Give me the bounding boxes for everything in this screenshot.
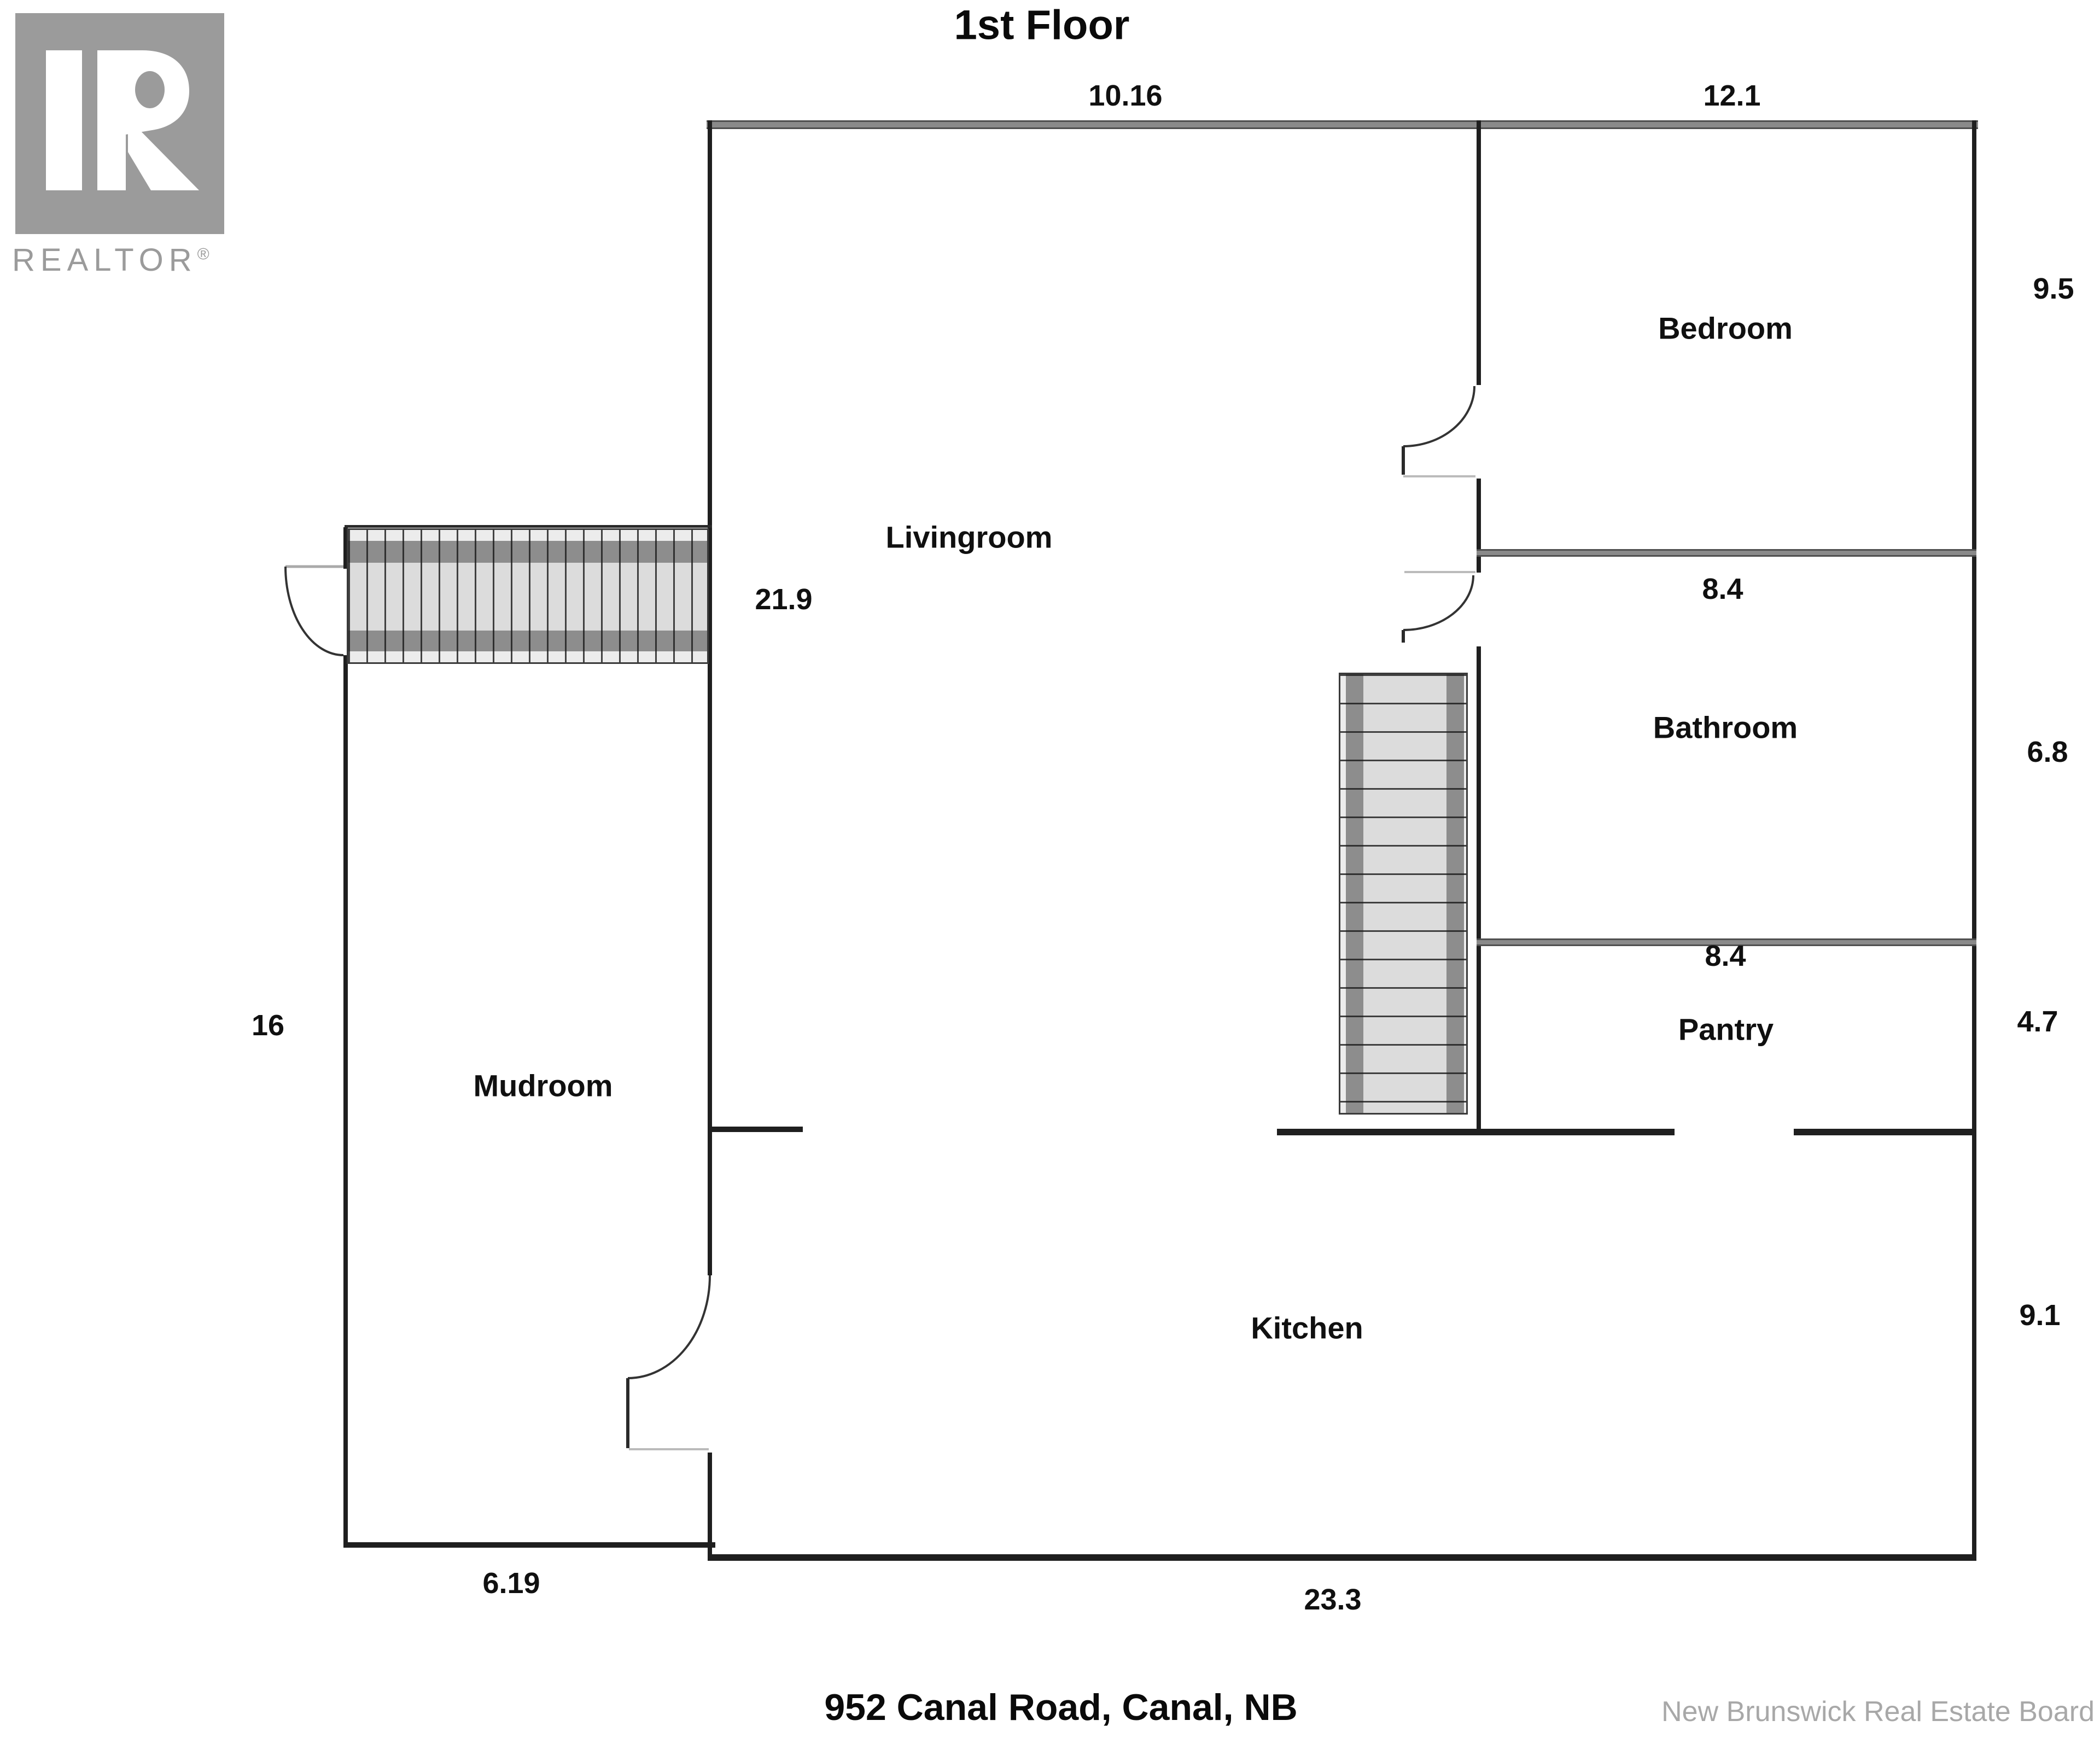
wall-exterior-top: [707, 120, 1978, 129]
bathroom-door-icon: [1402, 571, 1475, 643]
realtor-logo-icon: [15, 13, 224, 234]
wall-livingroom-left-upper: [708, 120, 712, 1275]
dimension-livingroom-top: 10.16: [1088, 79, 1163, 112]
registered-trademark-symbol: ®: [197, 245, 209, 264]
page-title: 1st Floor: [954, 2, 1130, 49]
wall-bedroom-divider-lower: [1477, 646, 1481, 1133]
dimension-pantry-top: 8.4: [1705, 940, 1746, 972]
wall-bedroom-divider-upper: [1477, 120, 1481, 385]
dimension-bedroom-top: 12.1: [1703, 79, 1761, 112]
wall-exterior-bottom-mudroom: [343, 1542, 715, 1548]
wall-mudroom-left-upper: [343, 527, 348, 569]
room-label-bedroom: Bedroom: [1658, 311, 1793, 346]
dimension-kitchen-right: 9.1: [2019, 1299, 2061, 1332]
realtor-logo-wordmark: REALTOR®: [12, 242, 209, 278]
room-label-pantry: Pantry: [1678, 1012, 1774, 1047]
wall-exterior-bottom-kitchen: [708, 1554, 1976, 1561]
dimension-kitchen-bottom: 23.3: [1304, 1583, 1362, 1616]
dimension-mudroom-bottom: 6.19: [482, 1567, 540, 1600]
wall-kitchen-top-left: [1277, 1129, 1675, 1135]
wall-bedroom-bottom: [1477, 549, 1976, 557]
bedroom-door-icon: [1402, 386, 1475, 477]
wall-livingroom-left-lower: [708, 1453, 712, 1561]
wall-bedroom-divider-middle: [1477, 479, 1481, 573]
dimension-bedroom-right: 9.5: [2033, 272, 2074, 305]
wall-mudroom-top-edge: [345, 525, 712, 528]
room-label-kitchen: Kitchen: [1251, 1310, 1363, 1345]
dimension-pantry-right: 4.7: [2017, 1005, 2058, 1038]
dimension-bathroom-top: 8.4: [1702, 573, 1743, 605]
wall-bathroom-bottom: [1477, 938, 1976, 946]
dimension-bathroom-right: 6.8: [2027, 736, 2068, 768]
entry-door-icon: [284, 565, 344, 656]
real-estate-board-attribution: New Brunswick Real Estate Board: [1661, 1696, 2095, 1728]
room-label-livingroom: Livingroom: [885, 520, 1053, 555]
dimension-mudroom-left: 16: [251, 1009, 285, 1042]
room-label-bathroom: Bathroom: [1653, 710, 1798, 745]
dimension-livingroom-left: 21.9: [755, 583, 813, 616]
wall-exterior-right: [1972, 120, 1976, 1561]
staircase-middle: [1339, 673, 1468, 1115]
property-address: 952 Canal Road, Canal, NB: [824, 1687, 1298, 1728]
wall-kitchen-top-stub: [710, 1127, 803, 1132]
wall-kitchen-top-right: [1794, 1129, 1976, 1135]
room-label-mudroom: Mudroom: [473, 1068, 613, 1103]
wall-mudroom-left-lower: [343, 655, 348, 1547]
staircase-upper: [347, 528, 709, 664]
mudroom-door-icon: [626, 1275, 711, 1450]
